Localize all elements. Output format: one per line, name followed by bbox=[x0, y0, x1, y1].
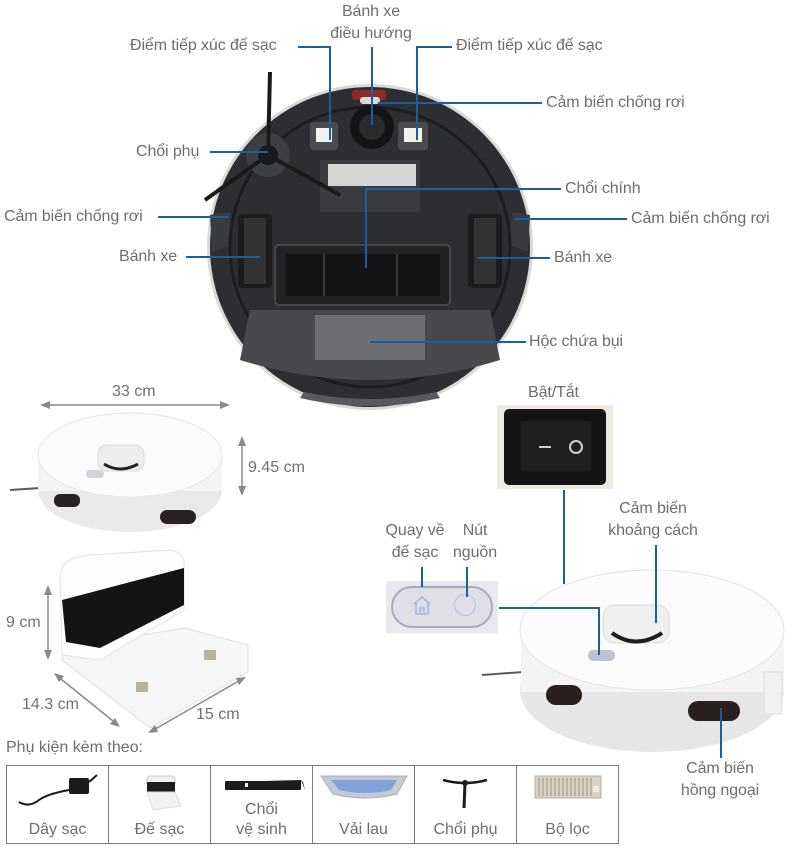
label-line: Cảm biến bbox=[619, 500, 687, 517]
callout-line bbox=[365, 188, 367, 268]
label-line: điều hướng bbox=[330, 25, 412, 42]
robot-underside-illustration bbox=[203, 71, 533, 410]
callout-line bbox=[421, 567, 423, 587]
label-side-brush: Chổi phụ bbox=[136, 143, 200, 160]
dock-width-label: 15 cm bbox=[196, 706, 240, 723]
callout-line bbox=[478, 257, 550, 259]
switch-on-symbol bbox=[539, 446, 551, 448]
dock-height-label: 9 cm bbox=[6, 614, 41, 631]
accessory-item: Đế sạc bbox=[109, 766, 211, 843]
accessories-title: Phụ kiện kèm theo: bbox=[6, 739, 143, 756]
robot-width-label: 33 cm bbox=[112, 383, 156, 400]
accessory-item: Chổi vệ sinh bbox=[211, 766, 313, 843]
accessory-item: Chổi phụ bbox=[415, 766, 517, 843]
label-cliff-sensor-right: Cảm biến chống rơi bbox=[631, 210, 770, 227]
label-nav-wheel: Bánh xe điều hướng bbox=[326, 2, 416, 43]
label-cliff-sensor-top: Cảm biến chống rơi bbox=[546, 94, 685, 111]
label-charge-contact-left: Điểm tiếp xúc đế sạc bbox=[130, 37, 277, 54]
accessory-name: Đế sạc bbox=[134, 821, 185, 838]
callout-line bbox=[158, 216, 228, 218]
dock-depth-label: 14.3 cm bbox=[22, 696, 79, 713]
charger-cable-icon bbox=[18, 774, 98, 806]
label-cliff-sensor-left: Cảm biến chống rơi bbox=[4, 208, 143, 225]
home-icon bbox=[413, 595, 431, 615]
label-return-to-dock: Quay về đế sạc bbox=[381, 520, 449, 564]
label-line: đế sạc bbox=[391, 544, 439, 561]
label-line: Chổi bbox=[245, 801, 278, 818]
label-line: Cảm biến bbox=[686, 760, 754, 777]
callout-line bbox=[370, 341, 526, 343]
accessory-name: Bộ lọc bbox=[545, 821, 590, 838]
callout-line bbox=[329, 46, 331, 140]
label-line: Quay về bbox=[385, 522, 445, 539]
callout-line bbox=[416, 46, 452, 48]
cleaning-brush-icon bbox=[225, 780, 305, 790]
label-charge-contact-right: Điểm tiếp xúc đế sạc bbox=[456, 37, 603, 54]
label-line: vệ sinh bbox=[236, 821, 287, 838]
side-brush-icon bbox=[442, 778, 488, 809]
callout-line bbox=[598, 607, 600, 655]
callout-line bbox=[416, 46, 418, 140]
accessory-item: Vải lau bbox=[313, 766, 415, 843]
accessory-item: Dây sạc bbox=[7, 766, 109, 843]
label-power-button: Nút nguồn bbox=[447, 520, 503, 564]
mop-cloth-icon bbox=[320, 775, 408, 799]
callout-line bbox=[515, 218, 627, 220]
accessory-item: Bộ lọc bbox=[517, 766, 618, 843]
accessory-name: Vải lau bbox=[339, 821, 388, 838]
callout-line bbox=[720, 708, 722, 758]
label-line: Bánh xe bbox=[341, 3, 400, 20]
callout-line bbox=[186, 256, 260, 258]
callout-line bbox=[378, 102, 542, 104]
power-icon bbox=[454, 594, 476, 616]
accessory-name: Chổi vệ sinh bbox=[211, 800, 312, 840]
label-line: hồng ngoại bbox=[680, 782, 760, 799]
filter-icon bbox=[534, 775, 602, 799]
label-dustbin: Hộc chứa bụi bbox=[529, 333, 624, 350]
callout-line bbox=[563, 490, 565, 584]
label-line: khoảng cách bbox=[608, 522, 698, 539]
accessories-table: Dây sạc Đế sạc Chổi vệ sinh Vải lau bbox=[6, 765, 619, 844]
callout-line bbox=[655, 545, 657, 623]
callout-line bbox=[298, 46, 330, 48]
callout-line bbox=[466, 567, 468, 597]
label-main-brush: Chổi chính bbox=[565, 180, 641, 197]
callout-line bbox=[499, 607, 599, 609]
accessory-name: Chổi phụ bbox=[433, 821, 498, 838]
label-line: Nút bbox=[462, 522, 488, 539]
label-wheel-right: Bánh xe bbox=[554, 249, 613, 266]
label-line: nguồn bbox=[453, 544, 497, 561]
robot-height-label: 9.45 cm bbox=[248, 459, 305, 476]
label-power-switch: Bật/Tắt bbox=[528, 384, 579, 401]
switch-off-symbol bbox=[569, 440, 583, 454]
button-panel-photo bbox=[386, 581, 498, 633]
label-infrared-sensor: Cảm biến hồng ngoại bbox=[668, 758, 772, 802]
accessory-name: Dây sạc bbox=[28, 821, 87, 838]
callout-line bbox=[210, 151, 268, 153]
charging-dock-icon bbox=[146, 775, 182, 811]
power-switch-photo bbox=[497, 405, 613, 489]
callout-line bbox=[371, 47, 373, 125]
label-wheel-left: Bánh xe bbox=[119, 248, 178, 265]
callout-line bbox=[365, 188, 561, 190]
label-distance-sensor: Cảm biến khoảng cách bbox=[598, 498, 708, 542]
